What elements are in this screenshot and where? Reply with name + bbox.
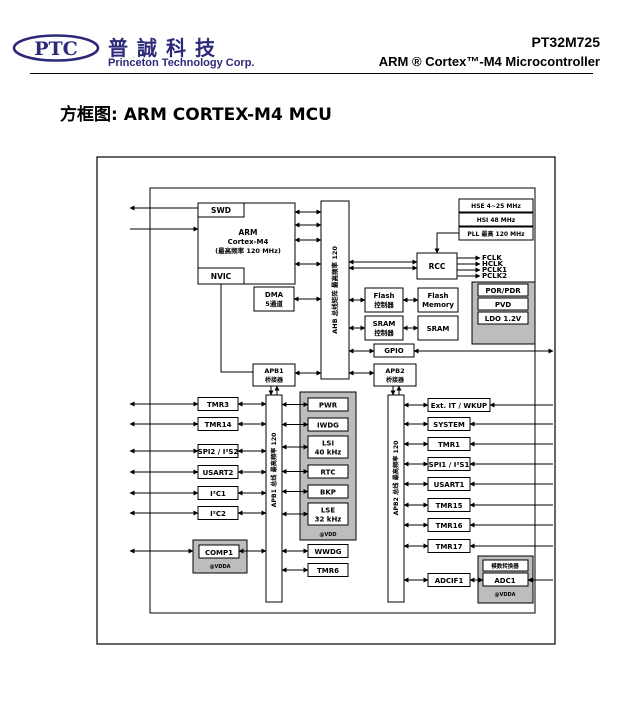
wwdg-label: WWDG xyxy=(315,548,342,556)
rcc-label: RCC xyxy=(429,262,446,271)
por-pdr-block xyxy=(477,283,529,297)
sram-ctrl-sub: 控制器 xyxy=(374,328,394,337)
hclk-label: HCLK xyxy=(482,260,503,268)
sram-ctrl-label: SRAM xyxy=(373,320,396,328)
adc-ctrl-block xyxy=(482,559,529,572)
apb1-bus xyxy=(265,394,283,603)
tmr16-label: TMR16 xyxy=(436,522,463,530)
sram-block xyxy=(417,315,459,341)
ahb-matrix xyxy=(320,200,350,380)
sram-label: SRAM xyxy=(427,325,450,333)
pwr-label: PWR xyxy=(319,402,338,410)
apb1-bridge-label: APB1 xyxy=(264,367,284,375)
comp1-label: COMP1 xyxy=(205,549,233,557)
company-name-cn: 普誠科技 xyxy=(108,36,224,60)
spi2-i-s2-label: SPI2 / I²S2 xyxy=(198,448,239,456)
clock-outputs: FCLK HCLK PCLK1 PCLK2 xyxy=(457,254,507,280)
dma-block xyxy=(253,286,295,312)
pvd-label: PVD xyxy=(495,301,512,309)
apb1-bus-label: APB1 总线 最高频率 120 xyxy=(270,432,278,508)
gpio-label: GPIO xyxy=(384,347,403,355)
apb1-bridge-sub: 桥接器 xyxy=(265,376,284,384)
tmr14-label: TMR14 xyxy=(205,421,232,429)
ahb-label: AHB 总线矩阵 最高频率 120 xyxy=(330,246,339,334)
nvic-label: NVIC xyxy=(211,272,232,281)
fclk-label: FCLK xyxy=(482,254,502,262)
lsi-label: LSI xyxy=(322,440,334,448)
section-title: 方框图: ARM CORTEX-M4 MCU xyxy=(60,105,332,125)
logo-text: PTC xyxy=(34,38,78,60)
ldo-label: LDO 1.2V xyxy=(485,315,522,323)
hsi-block xyxy=(458,212,534,227)
diagram-frame xyxy=(96,156,556,645)
i-c2-label: I²C2 xyxy=(210,510,226,518)
document-subtitle: ARM ® Cortex™-M4 Microcontroller xyxy=(378,54,600,69)
apb2-bridge-sub: 桥接器 xyxy=(386,376,405,384)
core-ahb-links xyxy=(129,205,554,373)
adcif1-label: ADCIF1 xyxy=(435,577,464,585)
hsi-label: HSI 48 MHz xyxy=(477,217,516,224)
vdd-label: @VDD xyxy=(319,532,336,538)
comp-vdda-label: @VDDA xyxy=(209,564,230,570)
tmr3-label: TMR3 xyxy=(207,401,229,409)
lse-label: LSE xyxy=(321,507,336,515)
arm-label: ARM xyxy=(238,228,257,237)
usart1-label: USART1 xyxy=(434,481,465,489)
pclk1-label: PCLK1 xyxy=(482,266,507,274)
flash-ctrl-sub: 控制器 xyxy=(374,300,394,309)
dma-channels-label: 5通道 xyxy=(265,299,283,308)
cortex-m4-core: SWD ARM Cortex-M4 (最高频率 120 MHz) NVIC xyxy=(197,202,296,285)
model-number: PT32M725 xyxy=(531,34,600,50)
system-label: SYSTEM xyxy=(433,421,465,429)
flash-mem-sub: Memory xyxy=(422,301,454,309)
hse-block xyxy=(458,198,534,213)
flash-ctrl-label: Flash xyxy=(373,292,394,300)
apb2-bridge-label: APB2 xyxy=(385,367,404,375)
dma-label: DMA xyxy=(265,291,284,299)
spi1-i-s1-label: SPI1 / I²S1 xyxy=(429,461,470,469)
tmr17-label: TMR17 xyxy=(436,543,463,551)
ldo-block xyxy=(477,311,529,325)
swd-label: SWD xyxy=(211,206,231,215)
i-c1-label: I²C1 xyxy=(210,490,226,498)
iwdg-label: IWDG xyxy=(317,422,339,430)
pclk2-label: PCLK2 xyxy=(482,272,507,280)
company-logo: PTC xyxy=(12,34,100,67)
usart2-label: USART2 xyxy=(203,469,234,477)
adc-vdda-label: @VDDA xyxy=(494,592,515,598)
adc1-label: ADC1 xyxy=(494,577,515,585)
rcc-block xyxy=(416,252,458,280)
chip-boundary xyxy=(149,187,536,614)
adc-ctrl-label: 模数转换器 xyxy=(491,562,519,570)
header-divider xyxy=(30,73,593,74)
lsi-label: 40 kHz xyxy=(315,449,342,457)
tmr15-label: TMR15 xyxy=(436,502,463,510)
core-freq-label: (最高频率 120 MHz) xyxy=(215,246,281,255)
apb2-bus-label: APB2 总线 最高频率 120 xyxy=(392,440,400,516)
ext-it-wkup-label: Ext. IT / WKUP xyxy=(431,402,487,410)
pvd-block xyxy=(477,297,529,311)
company-name-en: Princeton Technology Corp. xyxy=(108,57,255,69)
bkp-label: BKP xyxy=(320,489,336,497)
cortex-label: Cortex-M4 xyxy=(228,238,269,246)
lse-label: 32 kHz xyxy=(315,516,342,524)
pll-label: PLL 最高 120 MHz xyxy=(467,230,525,238)
tmr6-label: TMR6 xyxy=(317,567,339,575)
rtc-label: RTC xyxy=(321,469,336,477)
apb2-bus xyxy=(387,394,405,603)
hse-label: HSE 4~25 MHz xyxy=(471,203,521,210)
flash-mem-label: Flash xyxy=(427,292,448,300)
por-pdr-label: POR/PDR xyxy=(485,287,521,295)
tmr1-label: TMR1 xyxy=(438,441,460,449)
